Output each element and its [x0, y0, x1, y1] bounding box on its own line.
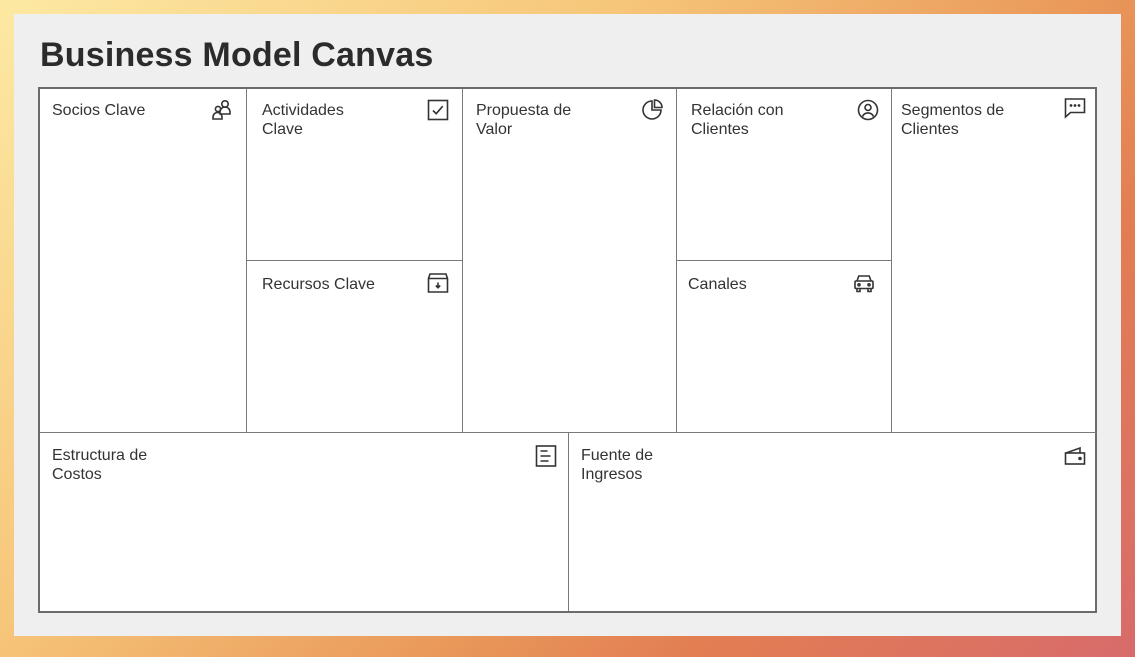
block-estructura-de-costos: Estructura de Costos: [40, 432, 569, 611]
block-label: Canales: [688, 276, 747, 293]
block-segmentos-de-clientes: Segmentos de Clientes: [892, 89, 1097, 432]
block-label: Relación con Clientes: [691, 102, 784, 138]
business-model-canvas: Socios Clave Actividades Clave: [38, 87, 1097, 613]
block-label: Socios Clave: [52, 102, 146, 119]
block-propuesta-de-valor: Propuesta de Valor: [463, 89, 677, 432]
document-lines-icon: [534, 444, 558, 468]
block-recursos-clave: Recursos Clave: [247, 261, 463, 432]
block-canales: Canales: [677, 261, 892, 432]
block-label: Fuente de Ingresos: [581, 447, 654, 483]
car-icon: [852, 271, 876, 295]
block-label: Actividades Clave: [262, 102, 344, 138]
chat-bubble-icon: [1063, 96, 1087, 120]
pie-chart-icon: [640, 98, 664, 122]
checkbox-icon: [426, 98, 450, 122]
block-label: Estructura de Costos: [52, 447, 148, 483]
page-title: Business Model Canvas: [40, 36, 434, 74]
block-relacion-con-clientes: Relación con Clientes: [677, 89, 892, 261]
block-label: Recursos Clave: [262, 276, 375, 293]
block-actividades-clave: Actividades Clave: [247, 89, 463, 261]
block-label: Propuesta de Valor: [476, 102, 572, 138]
canvas-sheet: Business Model Canvas Socios Clave Activ…: [14, 14, 1121, 636]
block-label: Segmentos de Clientes: [901, 102, 1005, 138]
block-fuente-de-ingresos: Fuente de Ingresos: [569, 432, 1097, 611]
wallet-icon: [1063, 444, 1087, 468]
archive-box-icon: [426, 271, 450, 295]
partners-icon: [210, 98, 234, 122]
block-socios-clave: Socios Clave: [40, 89, 247, 432]
user-circle-icon: [856, 98, 880, 122]
